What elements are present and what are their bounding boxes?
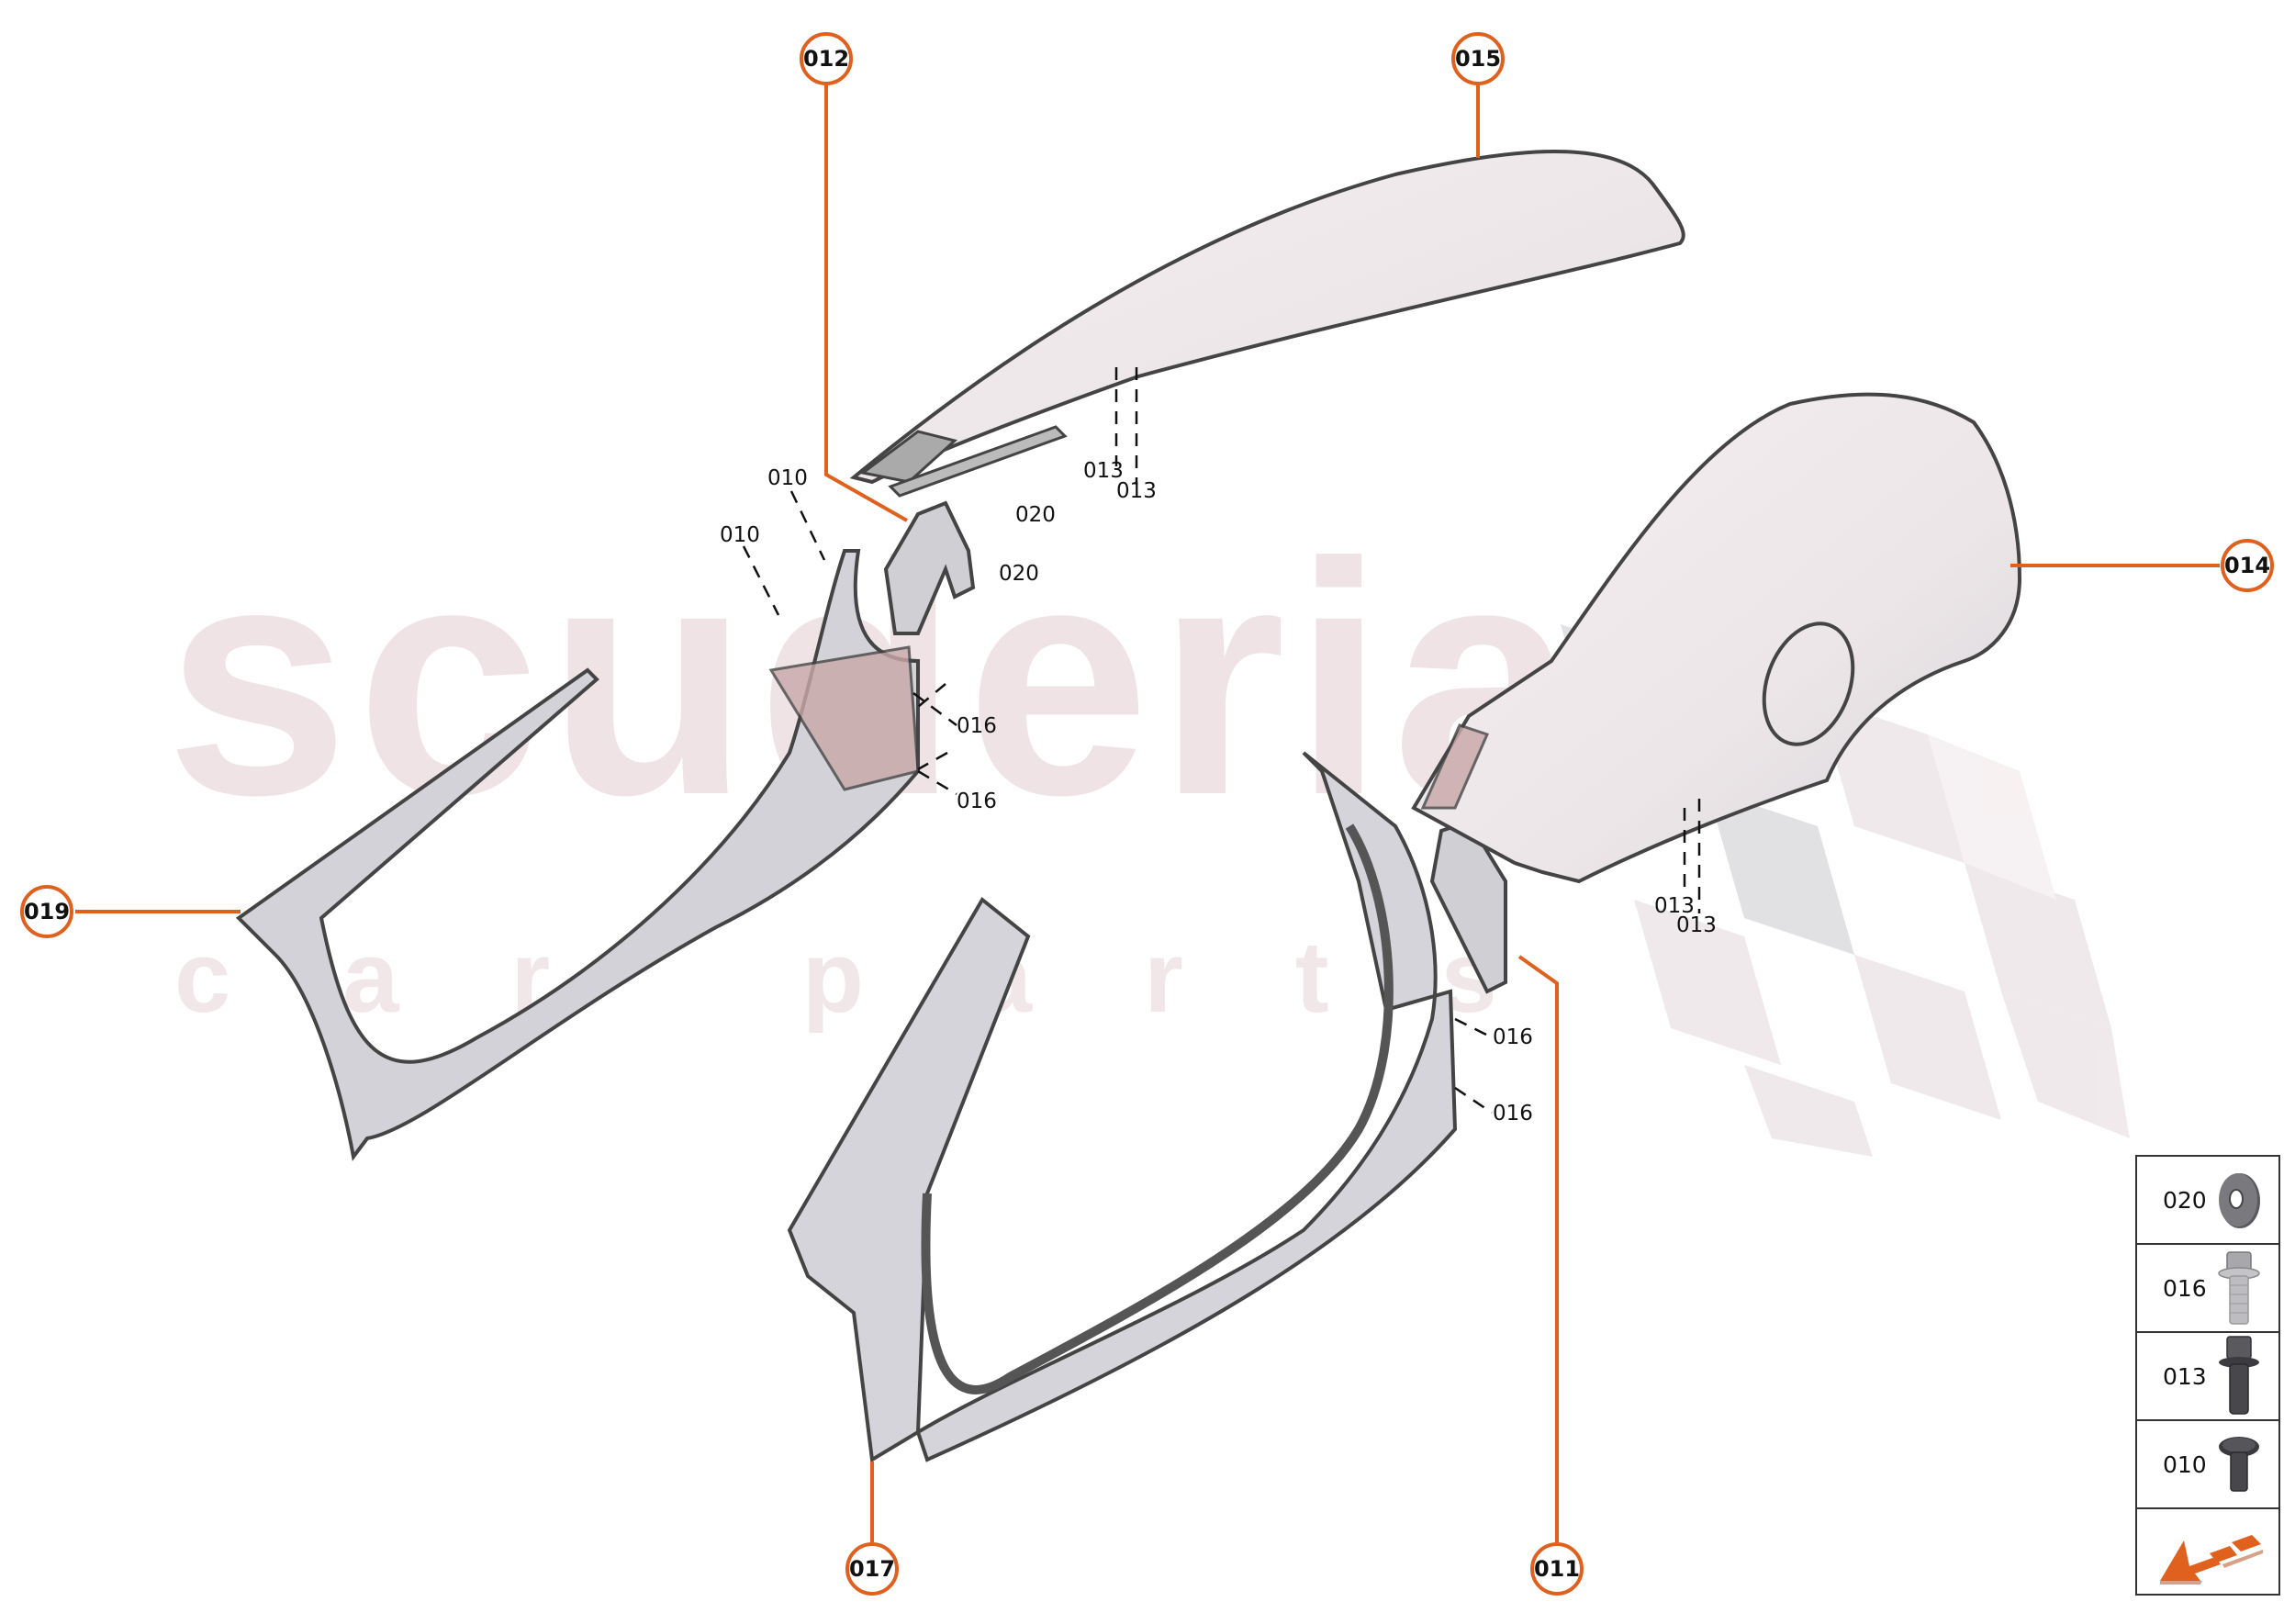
fastener-ref-010: 010 [767,466,808,490]
checkered-flag-watermark [1561,624,2130,1157]
fastener-legend: 020 016 013 010 [2135,1155,2280,1596]
callout-014[interactable]: 014 [2221,539,2274,592]
legend-direction [2137,1509,2278,1594]
legend-item-010[interactable]: 010 [2137,1421,2278,1509]
legend-item-013[interactable]: 013 [2137,1333,2278,1421]
callout-012[interactable]: 012 [800,32,853,85]
flange-bolt-silver-icon [2218,1251,2260,1325]
callout-017[interactable]: 017 [845,1542,899,1596]
front-direction-arrow-icon [2160,1535,2263,1585]
fastener-ref-016: 016 [957,714,997,738]
washer-icon [2219,1173,2260,1228]
legend-item-016[interactable]: 016 [2137,1245,2278,1333]
fastener-ref-020: 020 [999,562,1039,586]
watermark-secondary: car parts [174,921,1609,1034]
a-pillar-bracket [883,500,976,635]
rear-quarter-panel [1411,392,2022,884]
fastener-leader-lines [742,367,1701,1114]
callout-011[interactable]: 011 [1530,1542,1584,1596]
fastener-ref-013: 013 [1116,479,1157,503]
callout-leader-lines [75,84,2220,1542]
fastener-ref-016: 016 [957,790,997,813]
roof-rail-panel [849,150,1685,485]
legend-item-020[interactable]: 020 [2137,1157,2278,1245]
fastener-ref-013: 013 [1083,459,1124,483]
fastener-ref-016: 016 [1493,1102,1533,1126]
fastener-ref-013: 013 [1676,913,1717,937]
hex-bolt-black-icon [2219,1336,2259,1415]
fastener-ref-020: 020 [1015,503,1056,527]
outer-body-side-frame [787,751,1458,1463]
fastener-ref-016: 016 [1493,1025,1533,1049]
callout-019[interactable]: 019 [20,885,73,938]
torx-screw-black-icon [2219,1437,2259,1492]
inner-body-side-frame [235,549,920,1161]
fastener-ref-013: 013 [1654,894,1695,918]
fastener-ref-010: 010 [720,523,760,547]
callout-015[interactable]: 015 [1451,32,1505,85]
